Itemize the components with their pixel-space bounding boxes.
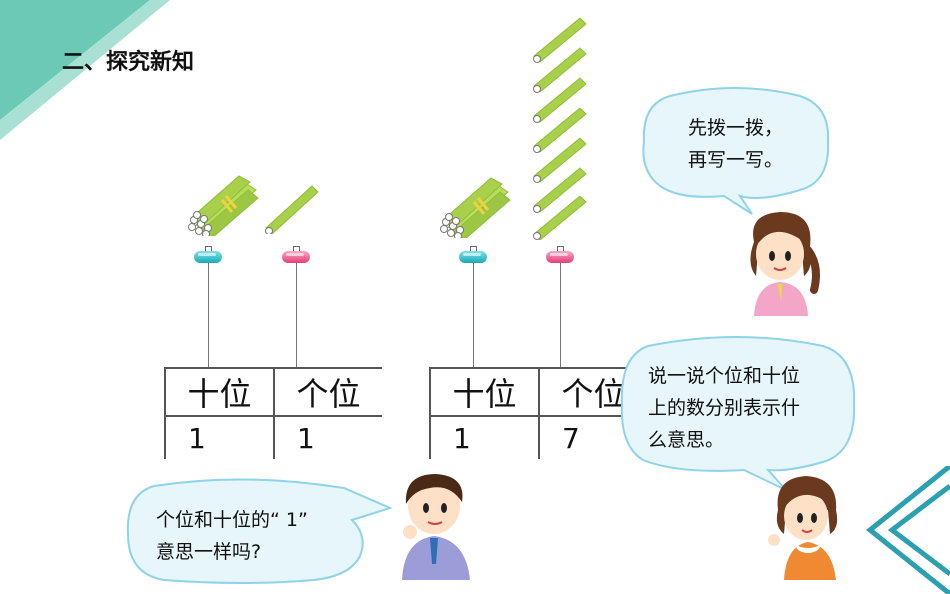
bubble-line: 说一说个位和十位 (648, 365, 801, 387)
stick-bundle-icon (188, 175, 259, 236)
boy-purple-character (402, 474, 470, 580)
ones-rod (296, 262, 297, 368)
section-title: 二、探究新知 (62, 50, 195, 75)
speech-bubble-bottom-left (126, 478, 392, 584)
bubble-text-top-right: 先拨一拨， 再写一写。 (688, 112, 783, 176)
tens-bead[interactable] (459, 246, 487, 263)
ones-rod (560, 262, 561, 368)
tens-rod (208, 262, 209, 368)
bubble-line: 先拨一拨， (688, 117, 784, 139)
tens-bead[interactable] (194, 246, 222, 263)
ones-bead[interactable] (282, 246, 310, 263)
bubble-line: 个位和十位的“ 1” (156, 509, 308, 531)
girl-pink-character (750, 212, 820, 316)
ones-bead[interactable] (546, 246, 574, 263)
ones-value: 1 (273, 415, 382, 459)
ones-header: 个位 (273, 367, 382, 417)
bubble-line: 上的数分别表示什 (648, 397, 801, 419)
bubble-line: 再写一写。 (688, 149, 784, 171)
stick-bundle-icon (440, 177, 511, 238)
tens-rod (473, 262, 474, 368)
tens-header: 十位 (429, 367, 540, 417)
corner-decoration-top-left (0, 0, 170, 140)
place-value-table-right: 十位 个位 1 7 (429, 367, 647, 459)
corner-chevron-decoration (865, 466, 950, 594)
single-stick-icon (265, 185, 319, 234)
bubble-text-bottom-left: 个位和十位的“ 1” 意思一样吗? (156, 504, 308, 568)
bubble-text-middle-right: 说一说个位和十位 上的数分别表示什 么意思。 (648, 360, 800, 456)
bubble-line: 么意思。 (648, 429, 725, 451)
single-sticks-stack-icon (533, 17, 587, 240)
tens-header: 十位 (164, 367, 275, 417)
speech-bubble-top-right (642, 87, 830, 215)
speech-bubble-middle-right (620, 336, 856, 491)
girl-orange-character (768, 476, 838, 580)
place-value-table-left: 十位 个位 1 1 (164, 367, 382, 459)
bubble-line: 意思一样吗? (156, 541, 262, 563)
tens-value: 1 (164, 415, 275, 459)
tens-value: 1 (429, 415, 540, 459)
